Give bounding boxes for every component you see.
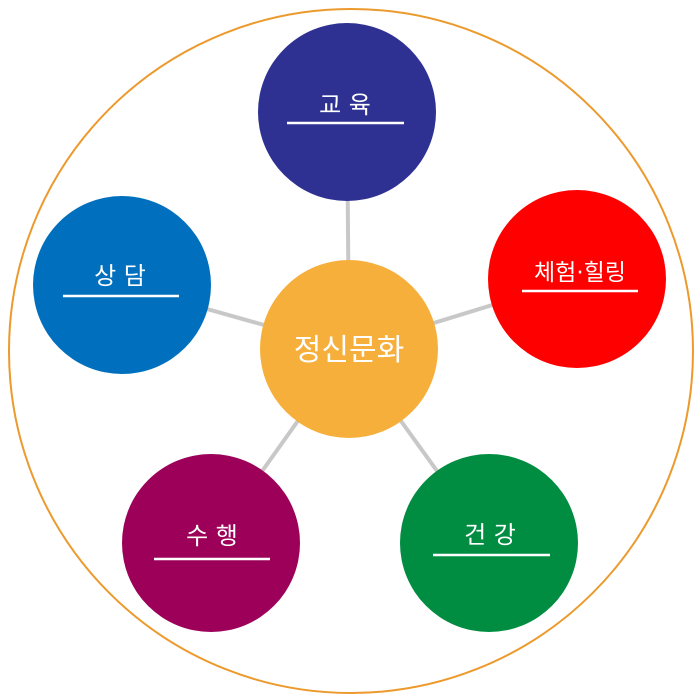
node-practice[interactable]: 수 행 — [122, 454, 300, 632]
node-experience-healing-label: 체험·힐링 — [534, 260, 626, 286]
node-practice-label: 수 행 — [186, 522, 238, 550]
center-node-circle — [260, 260, 438, 438]
node-counseling[interactable]: 상 담 — [33, 196, 211, 374]
center-node[interactable]: 정신문화 — [260, 260, 438, 438]
center-node-label: 정신문화 — [294, 333, 404, 368]
node-counseling-label: 상 담 — [94, 262, 146, 290]
node-education-label: 교 육 — [319, 91, 371, 119]
node-health-circle — [400, 454, 578, 632]
node-education-circle — [258, 23, 436, 201]
node-experience-healing-circle — [488, 190, 666, 368]
node-education[interactable]: 교 육 — [258, 23, 436, 201]
node-practice-circle — [122, 454, 300, 632]
node-experience-healing[interactable]: 체험·힐링 — [488, 190, 666, 368]
node-counseling-circle — [33, 196, 211, 374]
node-health-label: 건 강 — [464, 521, 516, 549]
node-health[interactable]: 건 강 — [400, 454, 578, 632]
outer-ring — [8, 8, 694, 694]
